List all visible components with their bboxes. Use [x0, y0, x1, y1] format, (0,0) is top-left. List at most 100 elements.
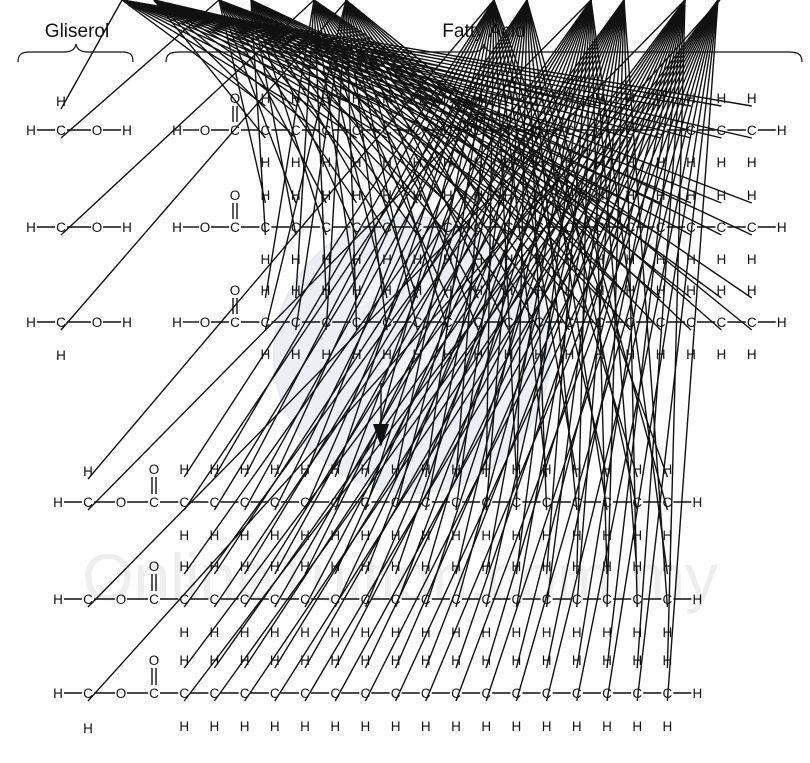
chain-hydrogen: H [473, 252, 483, 267]
chain-carbon: C [330, 686, 340, 701]
chain-hydrogen: H [481, 653, 491, 668]
chain-hydrogen: H [361, 719, 371, 734]
bond [334, 0, 719, 702]
chain-hydrogen: H [717, 91, 727, 106]
carbonyl-carbon: C [149, 592, 159, 607]
bond [153, 0, 692, 139]
chain-carbon: C [632, 686, 642, 701]
carbonyl-oxygen: O [230, 283, 241, 298]
chain-hydrogen: H [686, 155, 696, 170]
bond [485, 0, 495, 478]
ester-row: HCOCOCHHCHHCHHCHHCHHCHHCHHCHHCHHCHHCHHCH… [53, 0, 702, 640]
bond [345, 0, 388, 331]
chain-carbon: C [686, 315, 696, 330]
bond [218, 0, 267, 204]
chain-hydrogen: H [717, 188, 727, 203]
chain-carbon: C [382, 123, 392, 138]
bond [485, 0, 592, 575]
chain-carbon: C [572, 495, 582, 510]
bond [213, 0, 686, 669]
chain-hydrogen: H [300, 719, 310, 734]
chain-hydrogen: H [663, 625, 673, 640]
bond [364, 0, 528, 511]
carbonyl-oxygen: O [149, 559, 160, 574]
bond [334, 0, 625, 608]
chain-hydrogen: H [321, 91, 331, 106]
chain-hydrogen: H [747, 155, 757, 170]
chain-carbon: C [663, 495, 673, 510]
chain-carbon: C [179, 495, 189, 510]
bond [313, 0, 358, 299]
chain-hydrogen: H [625, 91, 635, 106]
chain-hydrogen: H [210, 653, 220, 668]
chain-hydrogen: H [512, 653, 522, 668]
chain-hydrogen: H [421, 462, 431, 477]
chain-hydrogen: H [512, 528, 522, 543]
chain-hydrogen: H [321, 155, 331, 170]
bond [274, 0, 592, 575]
chain-hydrogen: H [717, 347, 727, 362]
chain-hydrogen: H [330, 653, 340, 668]
chain-hydrogen: H [300, 462, 310, 477]
chain-carbon: C [300, 495, 310, 510]
bond [313, 0, 327, 299]
backbone-carbon: C [83, 495, 93, 510]
chain-carbon: C [421, 686, 431, 701]
bond [485, 0, 625, 608]
chain-hydrogen: H [542, 625, 552, 640]
chain-hydrogen: H [413, 188, 423, 203]
chain-hydrogen: H [270, 625, 280, 640]
hydroxyl-hydrogen: H [122, 123, 132, 138]
chain-hydrogen: H [656, 252, 666, 267]
chain-hydrogen: H [512, 625, 522, 640]
bond [345, 0, 662, 331]
chain-carbon: C [352, 123, 362, 138]
bond [576, 0, 686, 669]
bond [545, 0, 686, 669]
chain-hydrogen: H [391, 559, 401, 574]
bond [455, 0, 686, 669]
chain-carbon: C [270, 686, 280, 701]
chain-hydrogen: H [443, 283, 453, 298]
bond [243, 0, 495, 478]
bond [250, 0, 418, 236]
chain-hydrogen: H [481, 528, 491, 543]
chain-carbon: C [270, 495, 280, 510]
bond [455, 0, 719, 702]
bond [250, 0, 297, 236]
chain-carbon: C [747, 315, 757, 330]
bond [515, 0, 592, 575]
glycerol-carbon: C [56, 123, 66, 138]
chain-hydrogen: H [512, 719, 522, 734]
bond [183, 0, 592, 575]
chain-hydrogen: H [261, 283, 271, 298]
bond [304, 0, 625, 608]
chain-hydrogen: H [270, 653, 280, 668]
chain-hydrogen: H [291, 347, 301, 362]
carbonyl-carbon: C [230, 315, 240, 330]
chain-hydrogen: H [602, 625, 612, 640]
chain-hydrogen: H [632, 528, 642, 543]
bond [244, 0, 592, 575]
glycerol-hydrogen: H [26, 123, 36, 138]
chain-hydrogen: H [210, 462, 220, 477]
carbonyl-carbon: C [149, 686, 159, 701]
chain-hydrogen: H [542, 528, 552, 543]
bond [394, 0, 528, 511]
chain-hydrogen: H [352, 283, 362, 298]
chain-hydrogen: H [300, 528, 310, 543]
bond [394, 0, 495, 478]
chain-carbon: C [240, 686, 250, 701]
chain-carbon: C [300, 686, 310, 701]
chain-hydrogen: H [602, 719, 612, 734]
chain-hydrogen: H [270, 559, 280, 574]
bond [87, 0, 686, 608]
chain-hydrogen: H [210, 625, 220, 640]
chain-hydrogen: H [542, 719, 552, 734]
bond [183, 0, 686, 669]
chain-carbon: C [473, 315, 483, 330]
chain-hydrogen: H [632, 625, 642, 640]
glycerol-bottom-hydrogen: H [56, 348, 66, 363]
